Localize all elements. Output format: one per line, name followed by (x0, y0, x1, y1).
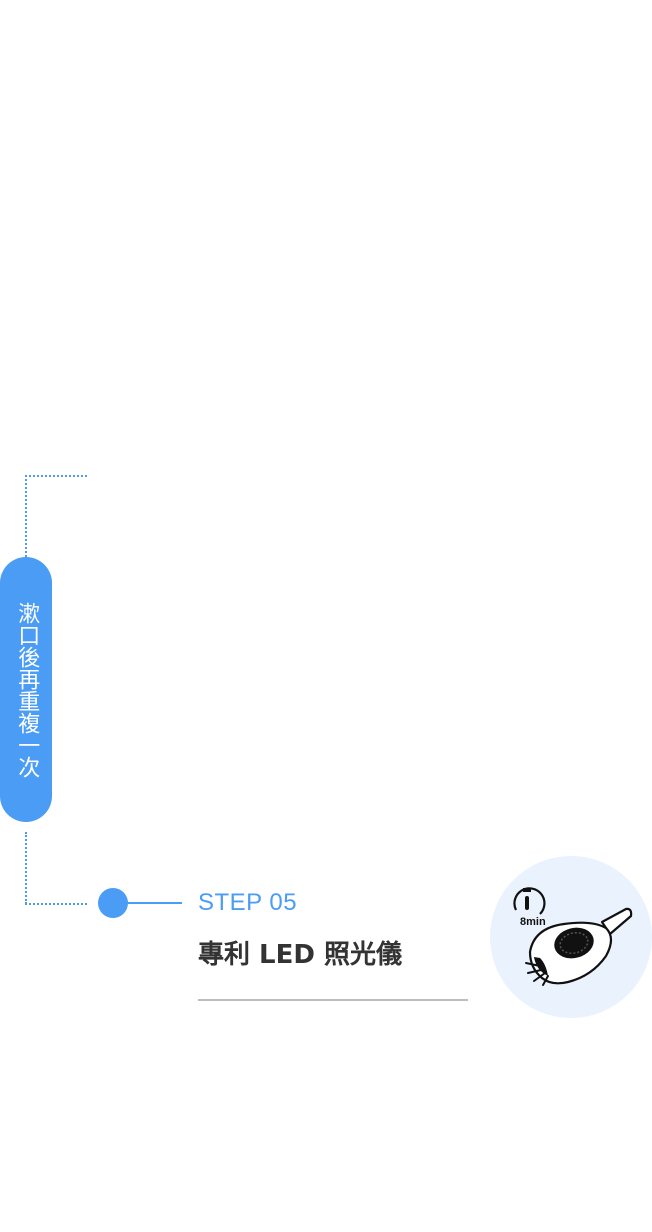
led-device-icon: 8min (513, 887, 633, 986)
repeat-badge-label: 漱口後再重複一次 (14, 601, 40, 778)
step-divider (198, 999, 468, 1001)
timer-icon: 8min (513, 887, 546, 928)
connector-top-vertical (25, 475, 27, 557)
connector-top-horizontal (25, 475, 87, 477)
step-marker-line (126, 902, 182, 904)
connector-bottom-horizontal (25, 903, 87, 905)
step-number: STEP 05 (198, 889, 298, 916)
led-device-illustration: 8min (490, 856, 652, 1018)
connector-bottom-vertical (25, 832, 27, 904)
repeat-badge: 漱口後再重複一次 (0, 557, 52, 822)
led-device-body (528, 907, 633, 985)
light-rays-icon (525, 962, 549, 986)
timer-label: 8min (520, 916, 546, 928)
step-title: 專利 LED 照光儀 (198, 940, 403, 970)
step-marker-dot (98, 888, 128, 918)
